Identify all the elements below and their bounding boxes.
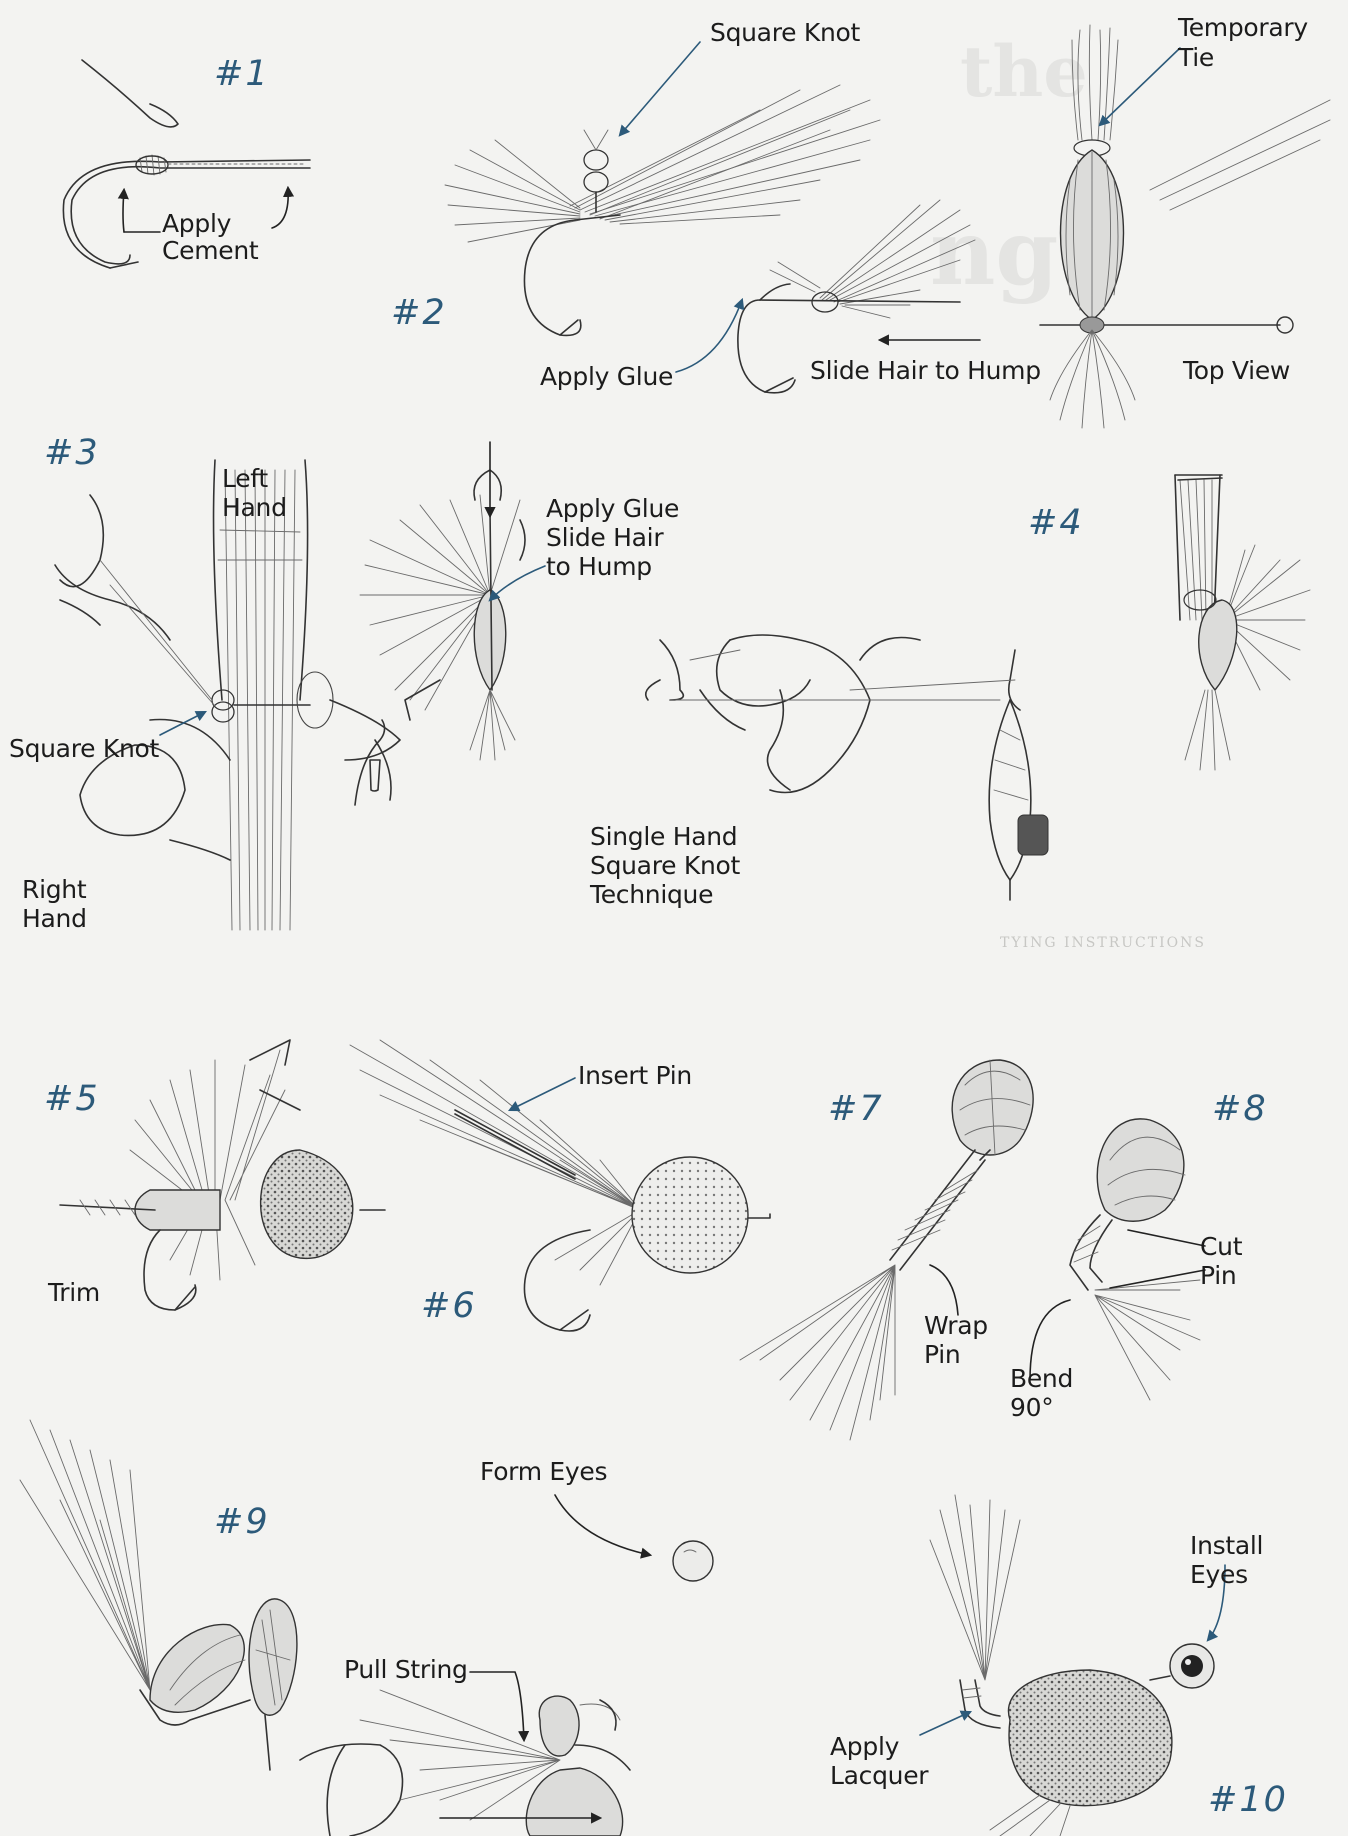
label-single-hand-3: Technique	[590, 880, 713, 909]
label-top-view: Top View	[1183, 356, 1290, 385]
label-apply-lacquer-2: Lacquer	[830, 1761, 928, 1790]
step-number-5: #5	[44, 1079, 100, 1119]
label-install-eyes-2: Eyes	[1190, 1560, 1248, 1589]
step-number-8: #8	[1212, 1089, 1268, 1129]
step-number-9: #9	[214, 1502, 270, 1542]
label-wrap-pin-1: Wrap	[924, 1311, 988, 1340]
label-left-hand-1: Left	[222, 464, 268, 493]
label-apply-lacquer-1: Apply	[830, 1732, 899, 1761]
label-pull-string: Pull String	[344, 1655, 468, 1684]
label-form-eyes: Form Eyes	[480, 1457, 607, 1486]
label-square-knot-step3: Square Knot	[9, 734, 159, 763]
label-temporary-tie-1: Temporary	[1178, 13, 1308, 42]
step-number-3: #3	[44, 433, 100, 473]
label-install-eyes-1: Install	[1190, 1531, 1263, 1560]
step6-illustration	[350, 1040, 770, 1331]
label-single-hand-2: Square Knot	[590, 851, 740, 880]
step-number-2: #2	[391, 293, 447, 333]
label-apply-glue-step2: Apply Glue	[540, 362, 673, 391]
label-cut-pin-1: Cut	[1200, 1232, 1242, 1261]
label-trim: Trim	[48, 1278, 100, 1307]
label-wrap-pin-2: Pin	[924, 1340, 960, 1369]
label-apply-cement-2: Cement	[162, 236, 258, 265]
step3-illustration	[55, 442, 1000, 930]
label-insert-pin: Insert Pin	[578, 1061, 692, 1090]
step8-illustration	[1030, 1119, 1205, 1400]
label-bend-1: Bend	[1010, 1364, 1073, 1393]
label-temporary-tie-2: Tie	[1178, 43, 1214, 72]
label-right-hand-2: Hand	[22, 904, 87, 933]
step-number-10: #10	[1208, 1780, 1288, 1820]
label-right-hand-1: Right	[22, 875, 86, 904]
label-cut-pin-2: Pin	[1200, 1261, 1236, 1290]
label-apply-glue-step3-3: to Hump	[546, 552, 652, 581]
label-apply-glue-step3-2: Slide Hair	[546, 523, 663, 552]
label-slide-hair-step2: Slide Hair to Hump	[810, 356, 1041, 385]
step-number-1: #1	[214, 54, 270, 94]
label-bend-2: 90°	[1010, 1393, 1053, 1422]
label-left-hand-2: Hand	[222, 493, 287, 522]
step10-illustration	[920, 1495, 1225, 1836]
step-number-6: #6	[421, 1286, 477, 1326]
label-apply-cement-1: Apply	[162, 209, 231, 238]
step9-illustration	[20, 1420, 713, 1836]
step5-illustration	[60, 1040, 385, 1310]
step7-illustration	[740, 1060, 1033, 1440]
label-apply-glue-step3-1: Apply Glue	[546, 494, 679, 523]
step-number-4: #4	[1028, 503, 1084, 543]
label-single-hand-1: Single Hand	[590, 822, 737, 851]
label-square-knot-step2: Square Knot	[710, 18, 860, 47]
step-number-7: #7	[828, 1089, 884, 1129]
